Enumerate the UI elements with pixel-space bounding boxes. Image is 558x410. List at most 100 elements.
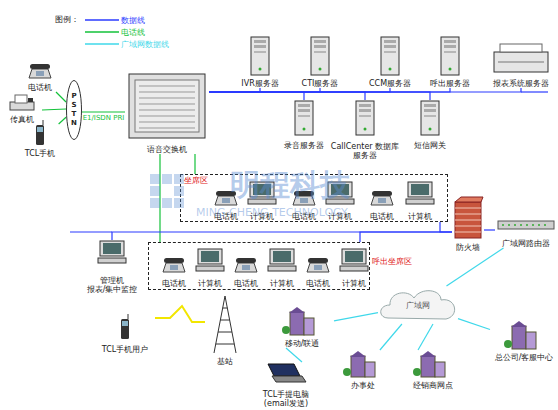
logo-square [150, 198, 160, 208]
server-drive [384, 40, 396, 43]
oval-node: PSTN [66, 80, 82, 140]
node-label: 移动/联通 [264, 339, 340, 348]
logo-square [174, 198, 184, 208]
node-text-group: 报表系统服务器 [482, 79, 558, 88]
legend-row: 广域网数据线 [85, 38, 169, 50]
server-drive [359, 104, 371, 107]
server-case [295, 101, 313, 135]
phone-icon [20, 60, 60, 80]
node-text-group: 短信网关 [398, 141, 462, 150]
laptop-node: TCL手提电脑(email发送) [236, 362, 336, 408]
phone-keys [222, 198, 230, 203]
server-node: CTI服务器 [292, 36, 348, 88]
server-icon [334, 100, 396, 136]
building-main [512, 326, 526, 349]
node-label: 电话机 [223, 279, 269, 288]
network-line [112, 232, 452, 240]
server-drive [444, 45, 456, 48]
server-case [421, 101, 439, 135]
monitor-screen [201, 251, 219, 262]
phone-icon [365, 181, 399, 207]
mobile-screen [122, 321, 128, 326]
router-icon [495, 218, 557, 232]
phone-body [235, 263, 257, 272]
legend-row: 数据线 [85, 14, 169, 26]
switch-slot [139, 110, 195, 111]
monitor [408, 182, 432, 197]
node-label: (email发送) [230, 399, 342, 408]
server-drive [424, 109, 436, 112]
phone-body [215, 196, 237, 205]
computer-node: 计算机 [337, 248, 371, 288]
node-label: PSTN [66, 92, 82, 128]
node-label: 电话机 [359, 212, 405, 221]
node-label: 语音交换机 [119, 145, 215, 154]
tower-bar [218, 332, 232, 333]
server-case [251, 37, 269, 75]
server-case [381, 37, 399, 75]
server-case [441, 37, 459, 75]
area-label: 坐席区 [184, 176, 208, 185]
printer-body [494, 52, 548, 72]
server-line [314, 52, 326, 53]
monitor [270, 249, 294, 264]
router-led [520, 224, 522, 226]
computer-icon [403, 181, 437, 207]
fax-icon [2, 94, 42, 112]
phone-handset [30, 64, 50, 69]
phone-handset [308, 258, 328, 263]
network-line [194, 154, 195, 174]
phone-body [293, 196, 315, 205]
mobile-screen [37, 127, 43, 132]
node-text-group: 计算机 [187, 279, 233, 288]
node-label: 录音服务器 [272, 141, 336, 150]
node-label: 计算机 [317, 212, 363, 221]
monitor [100, 241, 124, 256]
building-icon [404, 350, 462, 378]
phone-keys [242, 265, 250, 270]
building-icon [270, 306, 334, 336]
server-line [424, 116, 436, 117]
node-label: TCL手提电脑 [230, 390, 342, 399]
phone-handset [164, 258, 184, 263]
switch-slot [139, 128, 195, 129]
legend-line [85, 43, 119, 45]
laptop-base [272, 376, 306, 382]
node-label: 呼出服务器 [416, 79, 484, 88]
network-line [209, 92, 304, 100]
building-wing [526, 332, 536, 349]
building-main [290, 312, 304, 335]
node-text-group: 防火墙 [446, 243, 490, 252]
node-label: 电话机 [281, 212, 327, 221]
monitor-screen [253, 184, 271, 195]
node-text-group: TCL手机 [14, 149, 66, 158]
phone-node: 电话机 [209, 181, 243, 221]
logo-square [162, 174, 172, 184]
tower-node: 基站 [205, 294, 245, 366]
network-line [82, 111, 125, 112]
node-text-group: CTI服务器 [286, 79, 354, 88]
server-node: IVR服务器 [232, 36, 288, 88]
node-text-group: 广域网 [378, 286, 458, 324]
phone-handset [372, 191, 392, 196]
phone-icon [229, 248, 263, 274]
network-line [159, 154, 160, 242]
building-wing [435, 362, 445, 377]
node-label: 经销商网点 [398, 381, 468, 390]
node-label: 计算机 [239, 212, 285, 221]
node-text-group: 电话机 [223, 279, 269, 288]
node-text-group: 办事处 [334, 381, 392, 390]
node-label: TCL手机 [14, 149, 66, 158]
legend-sample [85, 14, 121, 26]
firewall-icon [452, 196, 484, 240]
phone-keys [170, 265, 178, 270]
legend-line [85, 31, 119, 33]
legend-sample [85, 26, 121, 38]
node-text-group: 电话机 [14, 83, 66, 92]
tower-legs [214, 296, 236, 353]
network-line [458, 319, 490, 330]
server-icon [422, 36, 478, 76]
group-node: 坐席区电话机计算机电话机计算机电话机计算机 [180, 174, 448, 222]
monitor [328, 182, 352, 197]
router-node: 广域网路由器 [495, 218, 557, 248]
